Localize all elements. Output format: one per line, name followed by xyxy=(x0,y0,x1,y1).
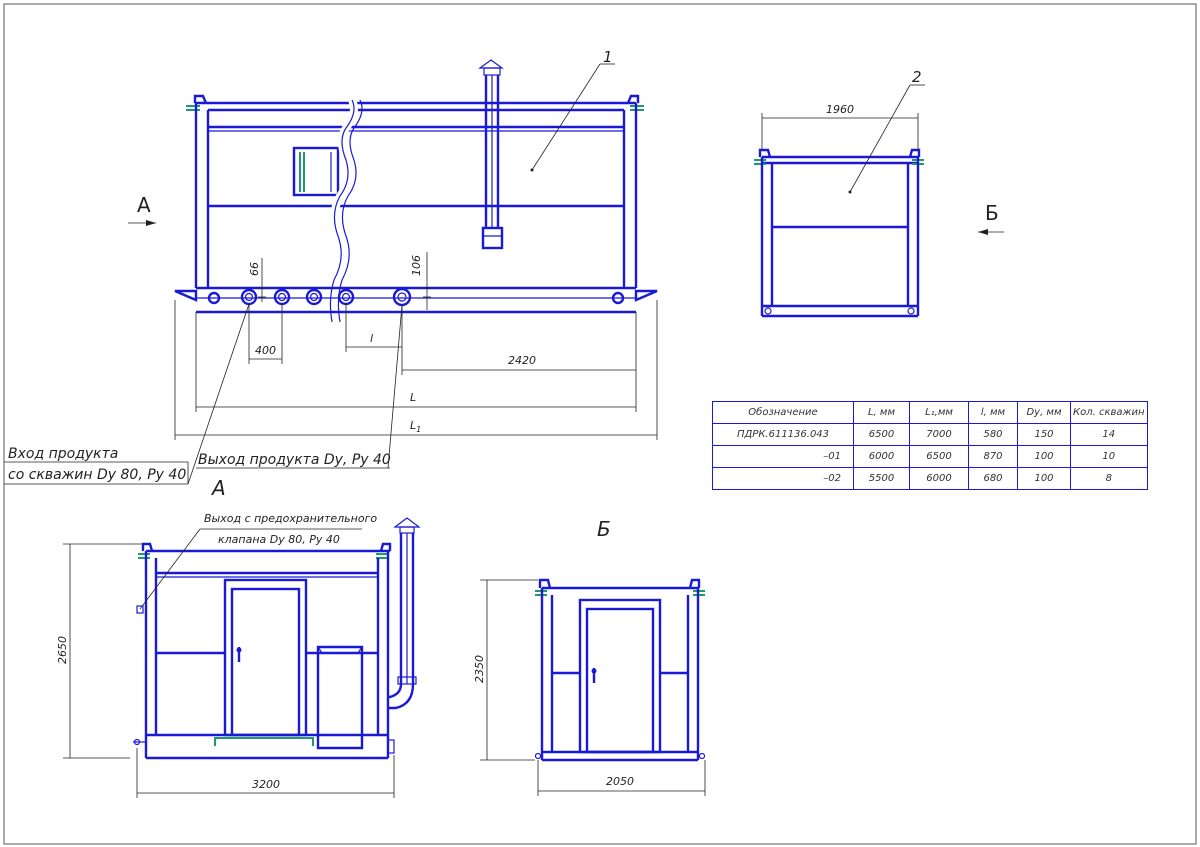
side-view-small xyxy=(754,84,925,318)
table-header: L₁,мм xyxy=(909,401,969,424)
table-row: –02 5500 6000 680 100 8 xyxy=(712,467,1148,490)
sheet-frame xyxy=(3,3,1197,845)
table-header: Dу, мм xyxy=(1017,401,1071,424)
dim-2050: 2050 xyxy=(606,775,634,788)
view-b-title: Б xyxy=(597,517,611,541)
table-cell: 6500 xyxy=(909,445,969,468)
callout-1: 1 xyxy=(603,48,613,66)
table-cell: 870 xyxy=(968,445,1018,468)
table-header: L, мм xyxy=(853,401,910,424)
dim-L: L xyxy=(410,391,416,404)
view-a xyxy=(63,517,421,798)
table-cell: –01 xyxy=(712,445,854,468)
dim-l: l xyxy=(370,332,373,345)
view-arrow-b: Б xyxy=(985,201,999,225)
table-cell: 150 xyxy=(1017,423,1071,446)
table-cell: 580 xyxy=(968,423,1018,446)
table-header: Кол. скважин xyxy=(1070,401,1148,424)
spec-table: Обозначение L, мм L₁,мм l, мм Dу, мм Кол… xyxy=(712,401,1148,490)
front-view xyxy=(174,59,658,323)
dim-106: 106 xyxy=(410,255,423,276)
outlet-label: Выход продукта Dу, Ру 40 xyxy=(198,452,391,468)
table-cell: 100 xyxy=(1017,445,1071,468)
relief-label-2: клапана Dу 80, Ру 40 xyxy=(218,533,340,546)
dim-2420: 2420 xyxy=(508,354,536,367)
table-header: l, мм xyxy=(968,401,1018,424)
view-arrow-a: А xyxy=(137,193,151,217)
view-a-title: А xyxy=(210,476,226,500)
table-row: –01 6000 6500 870 100 10 xyxy=(712,445,1148,468)
table-cell: ПДРК.611136.043 xyxy=(712,423,854,446)
relief-label-1: Выход с предохранительного xyxy=(204,512,377,525)
inlet-label-1: Вход продукта xyxy=(8,446,118,462)
table-header-row: Обозначение L, мм L₁,мм l, мм Dу, мм Кол… xyxy=(712,401,1148,424)
dim-3200: 3200 xyxy=(252,778,280,791)
table-cell: 14 xyxy=(1070,423,1148,446)
dim-L1: L1 xyxy=(410,419,421,434)
table-cell: 7000 xyxy=(909,423,969,446)
view-b xyxy=(480,578,706,796)
dim-66: 66 xyxy=(248,262,261,276)
dim-2650: 2650 xyxy=(56,636,69,664)
callout-2: 2 xyxy=(912,68,922,86)
inlet-label-2: со скважин Dу 80, Ру 40 xyxy=(8,467,186,483)
dim-400: 400 xyxy=(255,344,276,357)
table-cell: 6000 xyxy=(909,467,969,490)
dim-1960: 1960 xyxy=(826,103,854,116)
table-row: ПДРК.611136.043 6500 7000 580 150 14 xyxy=(712,423,1148,446)
table-cell: 100 xyxy=(1017,467,1071,490)
table-cell: 10 xyxy=(1070,445,1148,468)
front-dimensions xyxy=(4,220,1004,485)
table-header: Обозначение xyxy=(712,401,854,424)
table-cell: 680 xyxy=(968,467,1018,490)
table-cell: 6500 xyxy=(853,423,910,446)
table-cell: 5500 xyxy=(853,467,910,490)
table-cell: 8 xyxy=(1070,467,1148,490)
table-cell: 6000 xyxy=(853,445,910,468)
dim-2350: 2350 xyxy=(473,655,486,683)
table-cell: –02 xyxy=(712,467,854,490)
